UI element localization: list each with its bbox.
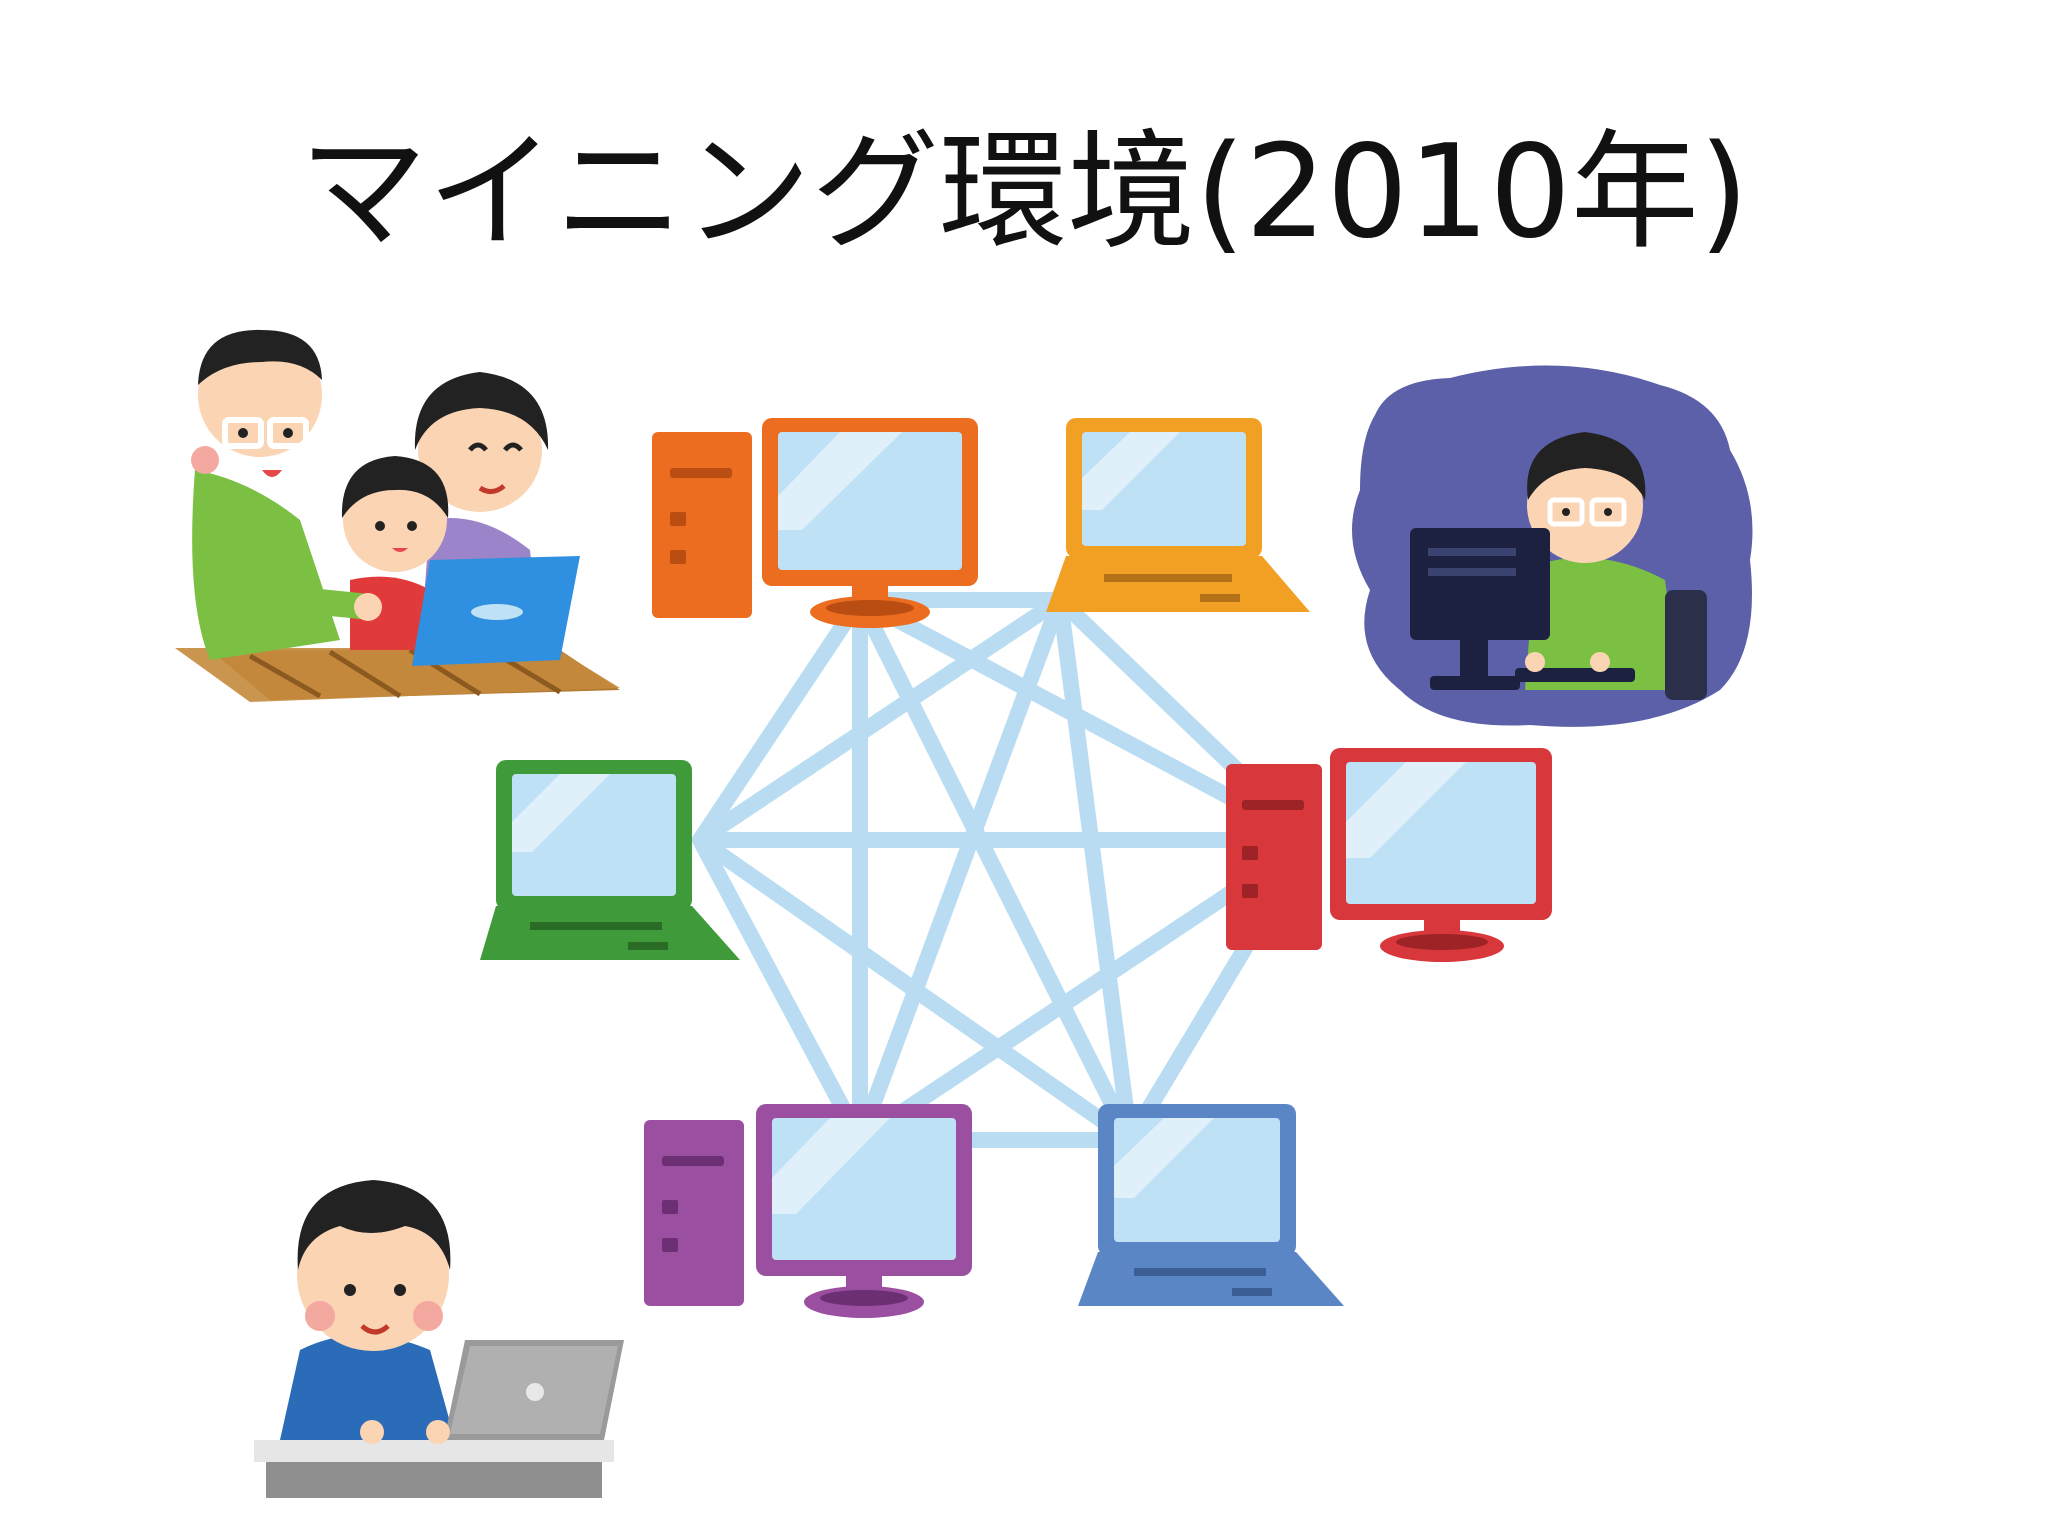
network-links [692,592,1318,1148]
blue-laptop [1078,1104,1344,1306]
slide-title: マイニング環境(2010年) [299,118,1749,267]
red-desktop-pc [1226,748,1552,962]
green-laptop [480,760,740,960]
family-with-laptop-illustration [175,329,620,702]
boy-with-laptop-illustration [254,1180,624,1498]
purple-desktop-pc [644,1104,972,1318]
gamer-at-night-illustration [1352,365,1753,727]
orange-desktop-pc [652,418,978,628]
yellow-laptop [1046,418,1310,612]
